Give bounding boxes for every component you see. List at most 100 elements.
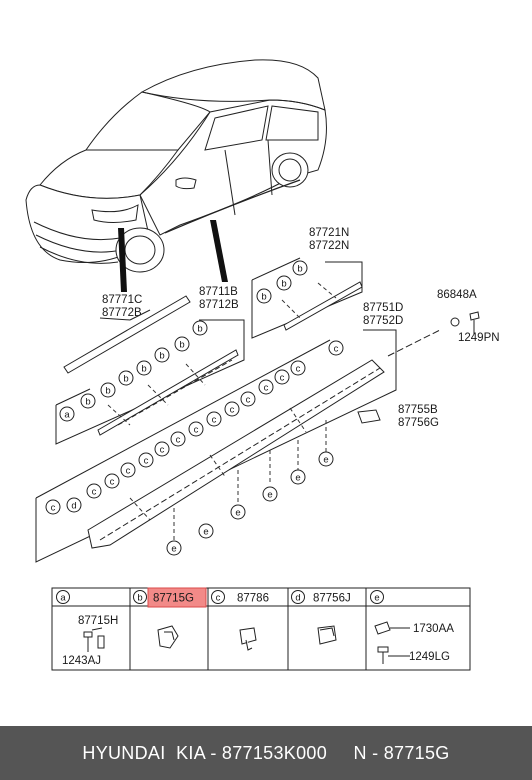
legend-letter-d: d <box>291 590 305 604</box>
marker-e <box>318 451 334 467</box>
legend-letter-a: a <box>56 590 70 604</box>
screw-icon <box>377 646 410 664</box>
bolt-icon <box>83 627 105 652</box>
callout-87722N: 87722N <box>309 240 349 252</box>
marker-label-b: b <box>261 292 266 303</box>
legend-letter-c: c <box>211 590 225 604</box>
legend-letter-b: b <box>133 590 147 604</box>
marker-label-a: a <box>64 410 70 421</box>
callout-87772B: 87772B <box>102 307 142 319</box>
marker-b <box>276 275 292 291</box>
marker-label-e: e <box>171 544 176 555</box>
retainer-icon <box>239 627 257 651</box>
marker-label-c: c <box>51 503 56 514</box>
marker-b <box>136 360 152 376</box>
marker-label-c: c <box>280 373 285 384</box>
fastener-parts <box>450 311 480 334</box>
marker-b <box>192 320 208 336</box>
marker-label-b: b <box>297 264 302 275</box>
marker-c <box>170 431 186 447</box>
garnish-panel <box>55 319 245 445</box>
marker-c <box>86 483 102 499</box>
marker-label-c: c <box>212 415 217 426</box>
marker-label-c: c <box>92 487 97 498</box>
marker-c <box>138 452 154 468</box>
marker-d <box>66 497 82 513</box>
part-highlight <box>147 587 207 608</box>
legend-part-87756J: 87756J <box>313 593 351 605</box>
footer-brand: HYUNDAI KIA - 877153K000 <box>82 742 328 763</box>
marker-b <box>154 347 170 363</box>
marker-a <box>59 406 75 422</box>
marker-label-b: b <box>85 397 90 408</box>
marker-label-b: b <box>123 374 128 385</box>
marker-label-b: b <box>141 364 146 375</box>
marker-label-c: c <box>144 456 149 467</box>
footer-bar: HYUNDAI KIA - 877153K000 N - 87715G <box>0 726 532 780</box>
legend-e-part-1: 1730AA <box>413 623 454 635</box>
marker-label-c: c <box>110 477 115 488</box>
callout-86848A: 86848A <box>437 289 477 301</box>
legend-part-87715G: 87715G <box>153 593 194 605</box>
callout-87752D: 87752D <box>363 315 403 327</box>
callout-1249PN: 1249PN <box>458 332 500 344</box>
callout-87721N: 87721N <box>309 227 349 239</box>
svg-text:d: d <box>295 593 300 604</box>
marker-c <box>328 340 344 356</box>
marker-b <box>118 370 134 386</box>
marker-c <box>188 421 204 437</box>
marker-label-b: b <box>159 351 164 362</box>
marker-label-e: e <box>267 490 272 501</box>
marker-c <box>206 411 222 427</box>
marker-c <box>45 499 61 515</box>
legend-e-part-2: 1249LG <box>409 651 450 663</box>
svg-text:e: e <box>374 593 379 604</box>
svg-text:a: a <box>60 593 66 604</box>
svg-text:c: c <box>216 593 221 604</box>
callout-87771C: 87771C <box>102 294 142 306</box>
marker-label-b: b <box>179 340 184 351</box>
marker-b <box>100 382 116 398</box>
rear-garnish-panel <box>251 257 363 339</box>
svg-text:b: b <box>137 593 142 604</box>
callout-87756G: 87756G <box>398 417 439 429</box>
marker-e <box>230 504 246 520</box>
marker-label-e: e <box>295 473 300 484</box>
callout-87711B: 87711B <box>199 286 238 298</box>
marker-label-c: c <box>230 405 235 416</box>
legend-a-part-2: 1243AJ <box>62 655 101 667</box>
clip-icon <box>157 625 179 649</box>
legend-table: a b c d e 87715G 87786 87756J 87715H 124… <box>51 587 471 671</box>
clip-nut-icon <box>374 621 410 635</box>
marker-c <box>154 441 170 457</box>
callout-87755B: 87755B <box>398 404 438 416</box>
leader-dashes <box>107 282 337 540</box>
marker-c <box>290 360 306 376</box>
marker-c <box>224 401 240 417</box>
marker-label-c: c <box>126 466 131 477</box>
marker-e <box>198 523 214 539</box>
marker-label-c: c <box>264 383 269 394</box>
leader-bars <box>118 220 228 292</box>
fastener-block-icon <box>317 625 337 645</box>
legend-letter-e: e <box>370 590 384 604</box>
callout-87751D: 87751D <box>363 302 403 314</box>
marker-label-c: c <box>176 435 181 446</box>
legend-part-87786: 87786 <box>237 593 269 605</box>
marker-label-e: e <box>323 455 328 466</box>
marker-label-d: d <box>71 501 76 512</box>
parts-diagram: 87771C 87772B 87711B 87712B 87721N 87722… <box>25 59 500 671</box>
marker-b <box>256 288 272 304</box>
marker-label-b: b <box>105 386 110 397</box>
marker-label-c: c <box>246 395 251 406</box>
legend-a-part-1: 87715H <box>78 615 118 627</box>
marker-label-c: c <box>334 344 339 355</box>
marker-b <box>174 336 190 352</box>
marker-label-e: e <box>235 508 240 519</box>
marker-b <box>80 393 96 409</box>
callout-87712B: 87712B <box>199 299 239 311</box>
marker-e <box>166 540 182 556</box>
marker-c <box>120 462 136 478</box>
marker-label-c: c <box>296 364 301 375</box>
